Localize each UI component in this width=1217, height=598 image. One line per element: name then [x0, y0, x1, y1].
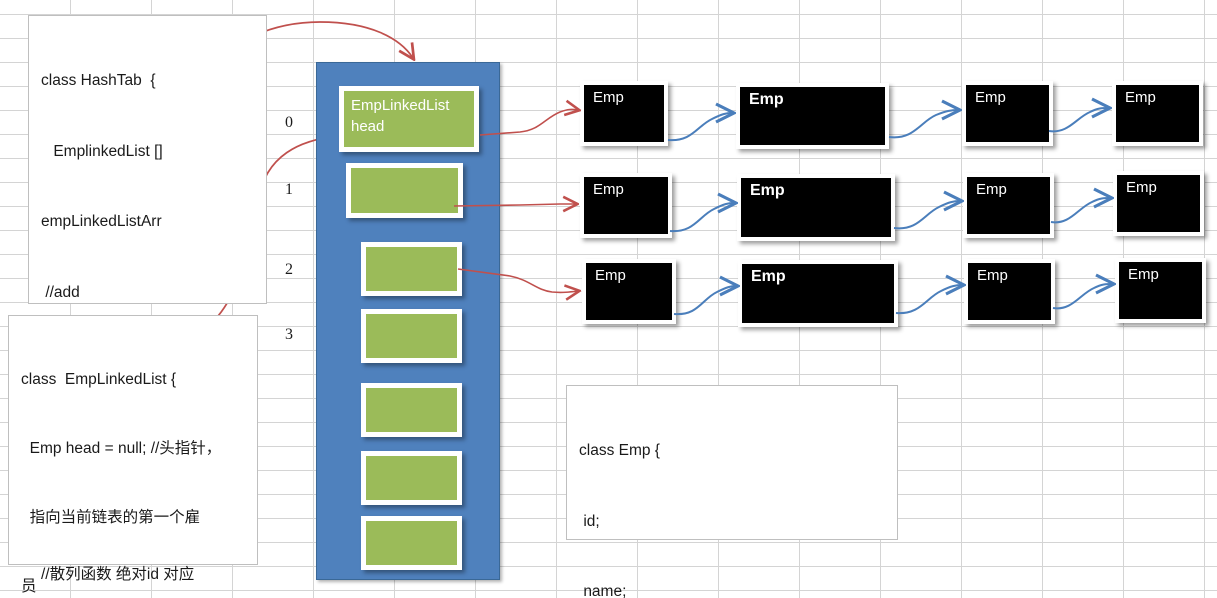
note-hashtab-line-0: class HashTab {	[41, 72, 156, 89]
note-hashtab-line-1: EmplinkedList []	[49, 142, 163, 160]
chain-2-node-0[interactable]: Emp	[582, 259, 676, 324]
chain-1-node-2-label: Emp	[976, 181, 1007, 198]
chain-1-node-1[interactable]: Emp	[737, 174, 895, 241]
array-cell-0-line1: EmpLinkedList	[351, 97, 450, 114]
array-cell-4[interactable]	[361, 383, 462, 437]
chain-2-node-0-label: Emp	[595, 267, 626, 284]
note-hashtab: class HashTab { EmplinkedList [] empLink…	[28, 15, 267, 583]
chain-0-node-2-label: Emp	[975, 89, 1006, 106]
array-cell-1[interactable]	[346, 163, 463, 218]
chain-2-node-3-label: Emp	[1128, 266, 1159, 283]
chain-0-node-0-label: Emp	[593, 89, 624, 106]
note-emplinkedlist-line-3: 员	[21, 578, 37, 595]
chain-0-node-1-label: Emp	[749, 91, 784, 108]
note-emp-line-1: id;	[579, 512, 600, 530]
note-emp-class: class Emp { id; name; sex; phone; }	[566, 385, 898, 598]
chain-0-node-3-label: Emp	[1125, 89, 1156, 106]
array-cell-5[interactable]	[361, 451, 462, 505]
chain-0-node-1[interactable]: Emp	[736, 83, 889, 149]
array-cell-2[interactable]	[361, 242, 462, 296]
chain-2-node-2-label: Emp	[977, 267, 1008, 284]
array-index-0: 0	[285, 114, 293, 131]
chain-2-node-3[interactable]: Emp	[1115, 258, 1206, 323]
array-cell-0[interactable]: EmpLinkedList head	[339, 86, 479, 152]
chain-1-node-2[interactable]: Emp	[963, 173, 1054, 238]
note-emplinkedlist-line-1: Emp head = null; //头指针，	[21, 440, 222, 457]
note-hashtab-line-3: //add	[41, 283, 80, 301]
array-index-3: 3	[285, 326, 293, 343]
note-hashtab-line-7: //散列函数 绝对id 对应	[41, 565, 195, 583]
chain-0-node-2[interactable]: Emp	[962, 81, 1053, 146]
note-emplinkedlist: class EmpLinkedList { Emp head = null; /…	[8, 315, 258, 595]
chain-0-node-0[interactable]: Emp	[580, 81, 668, 146]
note-hashtab-line-2: empLinkedListArr	[41, 213, 162, 230]
array-cell-3[interactable]	[361, 309, 462, 363]
note-emplinkedlist-line-2: 指向当前链表的第一个雇	[21, 509, 201, 526]
chain-0-node-3[interactable]: Emp	[1112, 81, 1203, 146]
chain-1-node-0-label: Emp	[593, 181, 624, 198]
chain-2-node-2[interactable]: Emp	[964, 259, 1055, 324]
array-index-2: 2	[285, 261, 293, 278]
note-emp-line-2: name;	[579, 583, 627, 598]
note-emplinkedlist-line-0: class EmpLinkedList {	[21, 371, 177, 388]
chain-2-node-1-label: Emp	[751, 268, 786, 285]
array-cell-6[interactable]	[361, 516, 462, 570]
chain-2-node-1[interactable]: Emp	[738, 260, 898, 327]
array-cell-0-line2: head	[351, 118, 385, 135]
chain-1-node-3-label: Emp	[1126, 179, 1157, 196]
chain-1-node-0[interactable]: Emp	[580, 173, 672, 238]
chain-1-node-1-label: Emp	[750, 182, 785, 199]
note-emp-line-0: class Emp {	[579, 442, 660, 459]
chain-1-node-3[interactable]: Emp	[1113, 171, 1204, 236]
array-index-1: 1	[285, 181, 293, 198]
